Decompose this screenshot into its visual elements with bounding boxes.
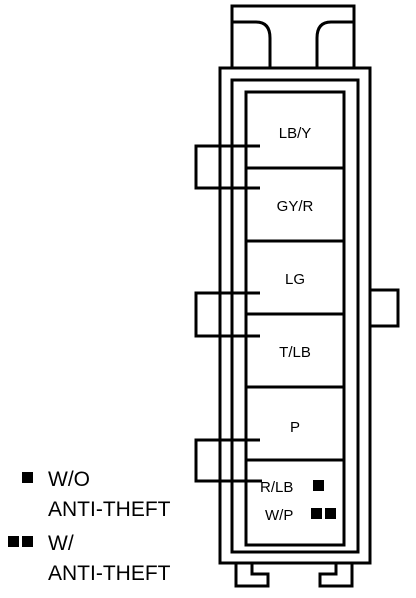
jumper-3-4 [194, 291, 260, 338]
legend-with-line2: ANTI-THEFT [48, 562, 171, 585]
cavity-6-label-with-antitheft: W/P [265, 507, 293, 524]
cavity-6-label-without-antitheft: R/LB [260, 479, 293, 496]
cavity-2-label: GY/R [277, 198, 314, 215]
cavity-4-label: T/LB [279, 344, 311, 361]
double-square-marker-b [325, 508, 336, 519]
legend-double-square-icon-a [8, 536, 19, 547]
right-wire-curve [315, 20, 354, 68]
legend-without-line2: ANTI-THEFT [48, 498, 171, 521]
double-square-marker-a [311, 508, 322, 519]
outer-shell [218, 66, 372, 565]
legend-without-line1: W/O [48, 468, 90, 491]
bottom-feet [234, 563, 354, 588]
lock-tab-outline [370, 288, 400, 328]
left-wire-curve [232, 20, 272, 68]
cavity-3-label: LG [285, 271, 305, 288]
inner-shell [230, 78, 360, 554]
jumper-1-2 [194, 144, 260, 190]
legend-double-square-icon-b [22, 536, 33, 547]
left-foot [234, 563, 270, 588]
right-lock-tab [370, 288, 400, 328]
right-foot [318, 563, 354, 588]
legend: W/O ANTI-THEFT W/ ANTI-THEFT [8, 468, 171, 585]
top-housing-outline [230, 4, 356, 70]
single-square-marker [313, 480, 324, 491]
cavity-1-label: LB/Y [279, 125, 312, 142]
legend-with-line1: W/ [48, 532, 74, 555]
cavity-labels: LB/Y GY/R LG T/LB P R/LB W/P [260, 125, 336, 524]
legend-single-square-icon [22, 472, 33, 483]
cavity-column [244, 90, 346, 547]
left-jumpers [194, 144, 262, 483]
cavity-5-label: P [290, 419, 300, 436]
connector-body [218, 66, 372, 565]
jumper-5-6 [194, 438, 262, 483]
top-wire-housing [230, 4, 356, 70]
